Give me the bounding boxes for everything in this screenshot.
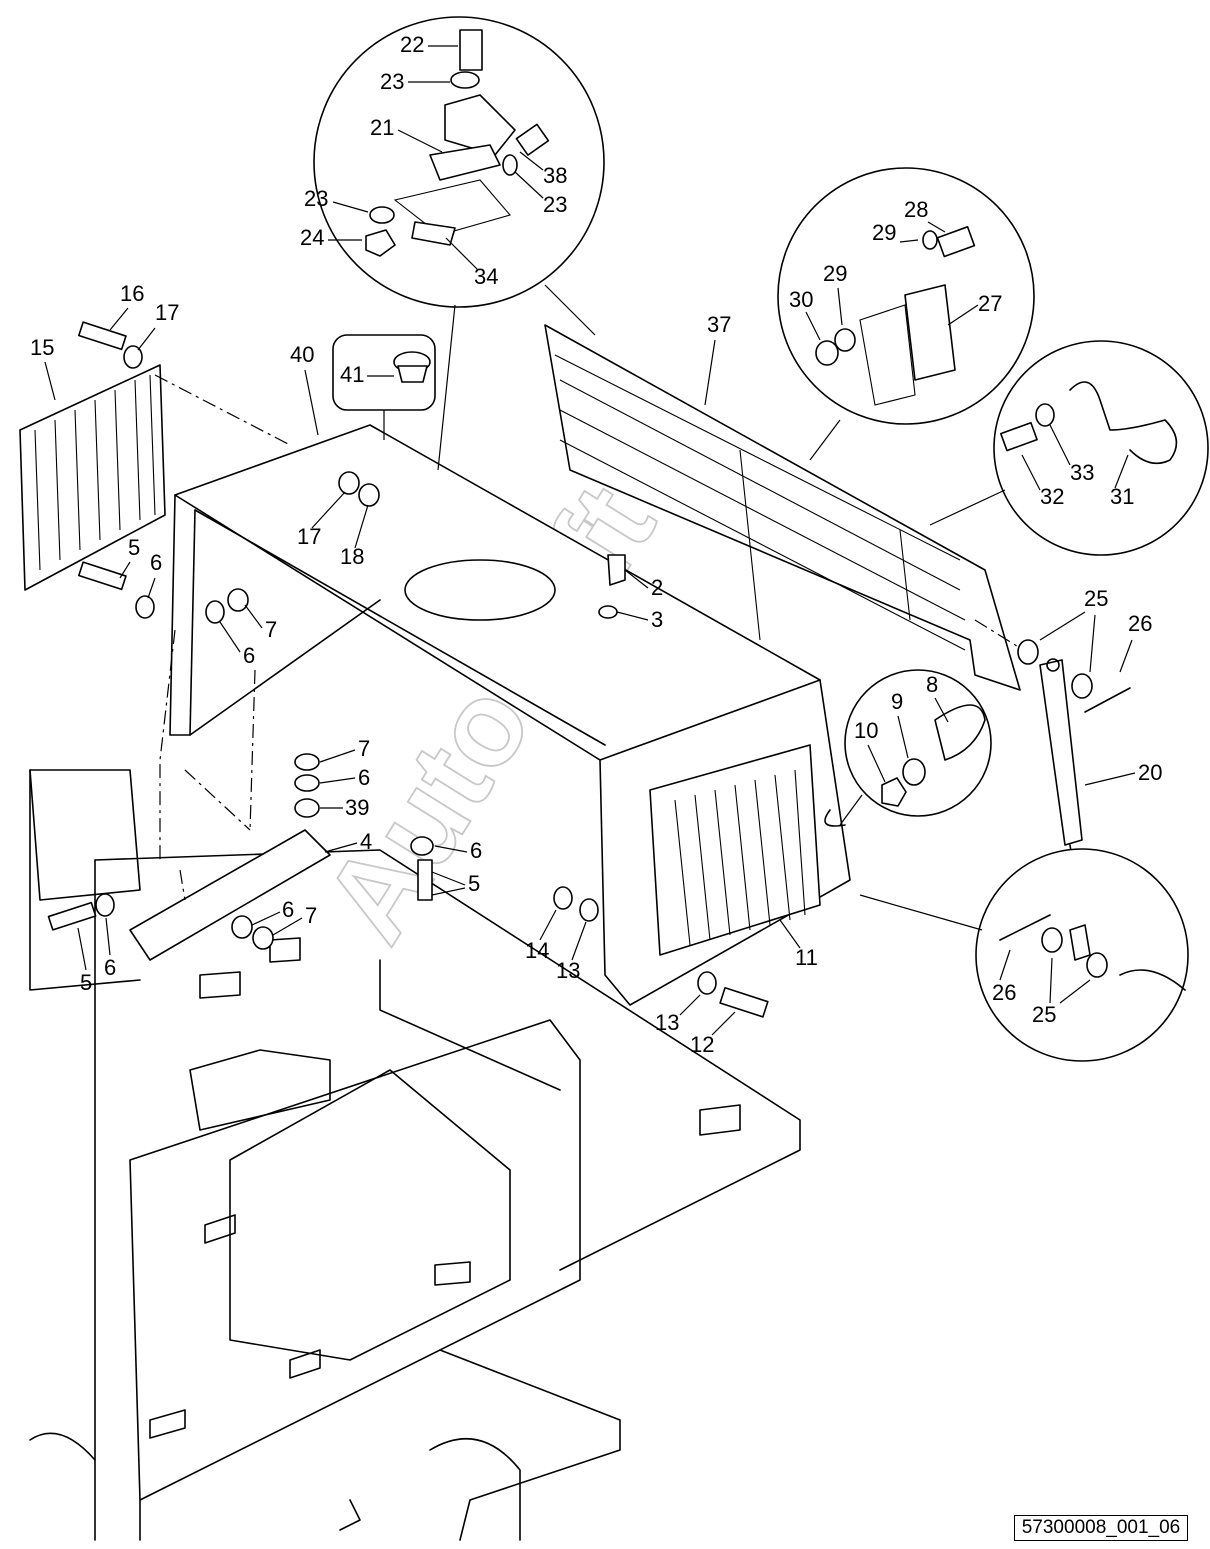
callout-6-a: 6 <box>150 550 162 575</box>
callout-6-f: 6 <box>104 955 116 980</box>
callout-25-a: 25 <box>1084 586 1108 611</box>
callout-28: 28 <box>904 197 928 222</box>
callout-31: 31 <box>1110 484 1134 509</box>
callout-39: 39 <box>345 795 369 820</box>
callout-16: 16 <box>120 281 144 306</box>
callout-22: 22 <box>400 32 424 57</box>
callout-12: 12 <box>690 1032 714 1057</box>
callout-32: 32 <box>1040 484 1064 509</box>
callout-13-a: 13 <box>556 958 580 983</box>
callout-3: 3 <box>651 607 663 632</box>
detail-circle-handle <box>993 340 1209 556</box>
callout-20: 20 <box>1138 760 1162 785</box>
callout-6-b: 6 <box>243 643 255 668</box>
callout-5-a: 5 <box>128 535 140 560</box>
callout-2: 2 <box>651 575 663 600</box>
callout-23-a: 23 <box>380 69 404 94</box>
callout-7-a: 7 <box>265 617 277 642</box>
detail-circle-lock <box>777 167 1035 425</box>
detail-circle-pin <box>975 848 1189 1062</box>
callout-25-b: 25 <box>1032 1002 1056 1027</box>
callout-30: 30 <box>789 287 813 312</box>
detail-circle-latch <box>313 16 605 308</box>
mounting-bracket <box>129 829 331 961</box>
callout-7-b: 7 <box>358 736 370 761</box>
callout-5-b: 5 <box>468 871 480 896</box>
callout-7-c: 7 <box>305 903 317 928</box>
callouts: 22 23 21 38 23 23 24 34 28 29 29 30 27 3… <box>30 32 1162 1057</box>
callout-29-b: 29 <box>823 261 847 286</box>
callout-18: 18 <box>340 544 364 569</box>
drawing-code-label: 57300008_001_06 <box>1014 1515 1188 1541</box>
callout-14: 14 <box>525 938 549 963</box>
callout-15: 15 <box>30 335 54 360</box>
callout-17-a: 17 <box>297 524 321 549</box>
callout-29-a: 29 <box>872 220 896 245</box>
callout-23-b: 23 <box>543 192 567 217</box>
callout-6-e: 6 <box>282 897 294 922</box>
callout-26-b: 26 <box>992 980 1016 1005</box>
callout-13-b: 13 <box>655 1010 679 1035</box>
callout-27: 27 <box>978 291 1002 316</box>
callout-37: 37 <box>707 312 731 337</box>
callout-40: 40 <box>290 342 314 367</box>
callout-6-c: 6 <box>358 765 370 790</box>
callout-24: 24 <box>300 225 324 250</box>
callout-41: 41 <box>340 362 364 387</box>
detail-leaders <box>383 284 1006 931</box>
hood-opening <box>404 559 556 621</box>
detail-circle-bumper <box>844 669 992 817</box>
alignment-lines <box>154 374 1021 901</box>
callout-5-c: 5 <box>80 970 92 995</box>
callout-4: 4 <box>360 829 372 854</box>
callout-34: 34 <box>474 264 498 289</box>
detail-box-plug <box>332 334 436 411</box>
callout-8: 8 <box>926 672 938 697</box>
hood-assembly <box>169 424 851 1006</box>
callout-23-c: 23 <box>304 186 328 211</box>
callout-6-d: 6 <box>470 838 482 863</box>
left-grille <box>19 364 166 591</box>
rear-panel <box>544 324 1021 691</box>
callout-26-a: 26 <box>1128 611 1152 636</box>
callout-33: 33 <box>1070 460 1094 485</box>
right-grille <box>649 744 846 956</box>
hardware <box>47 321 1131 1018</box>
callout-17-b: 17 <box>155 300 179 325</box>
callout-9: 9 <box>891 689 903 714</box>
callout-11: 11 <box>795 945 818 970</box>
callout-21: 21 <box>370 115 394 140</box>
callout-38: 38 <box>543 163 567 188</box>
callout-10: 10 <box>854 718 878 743</box>
